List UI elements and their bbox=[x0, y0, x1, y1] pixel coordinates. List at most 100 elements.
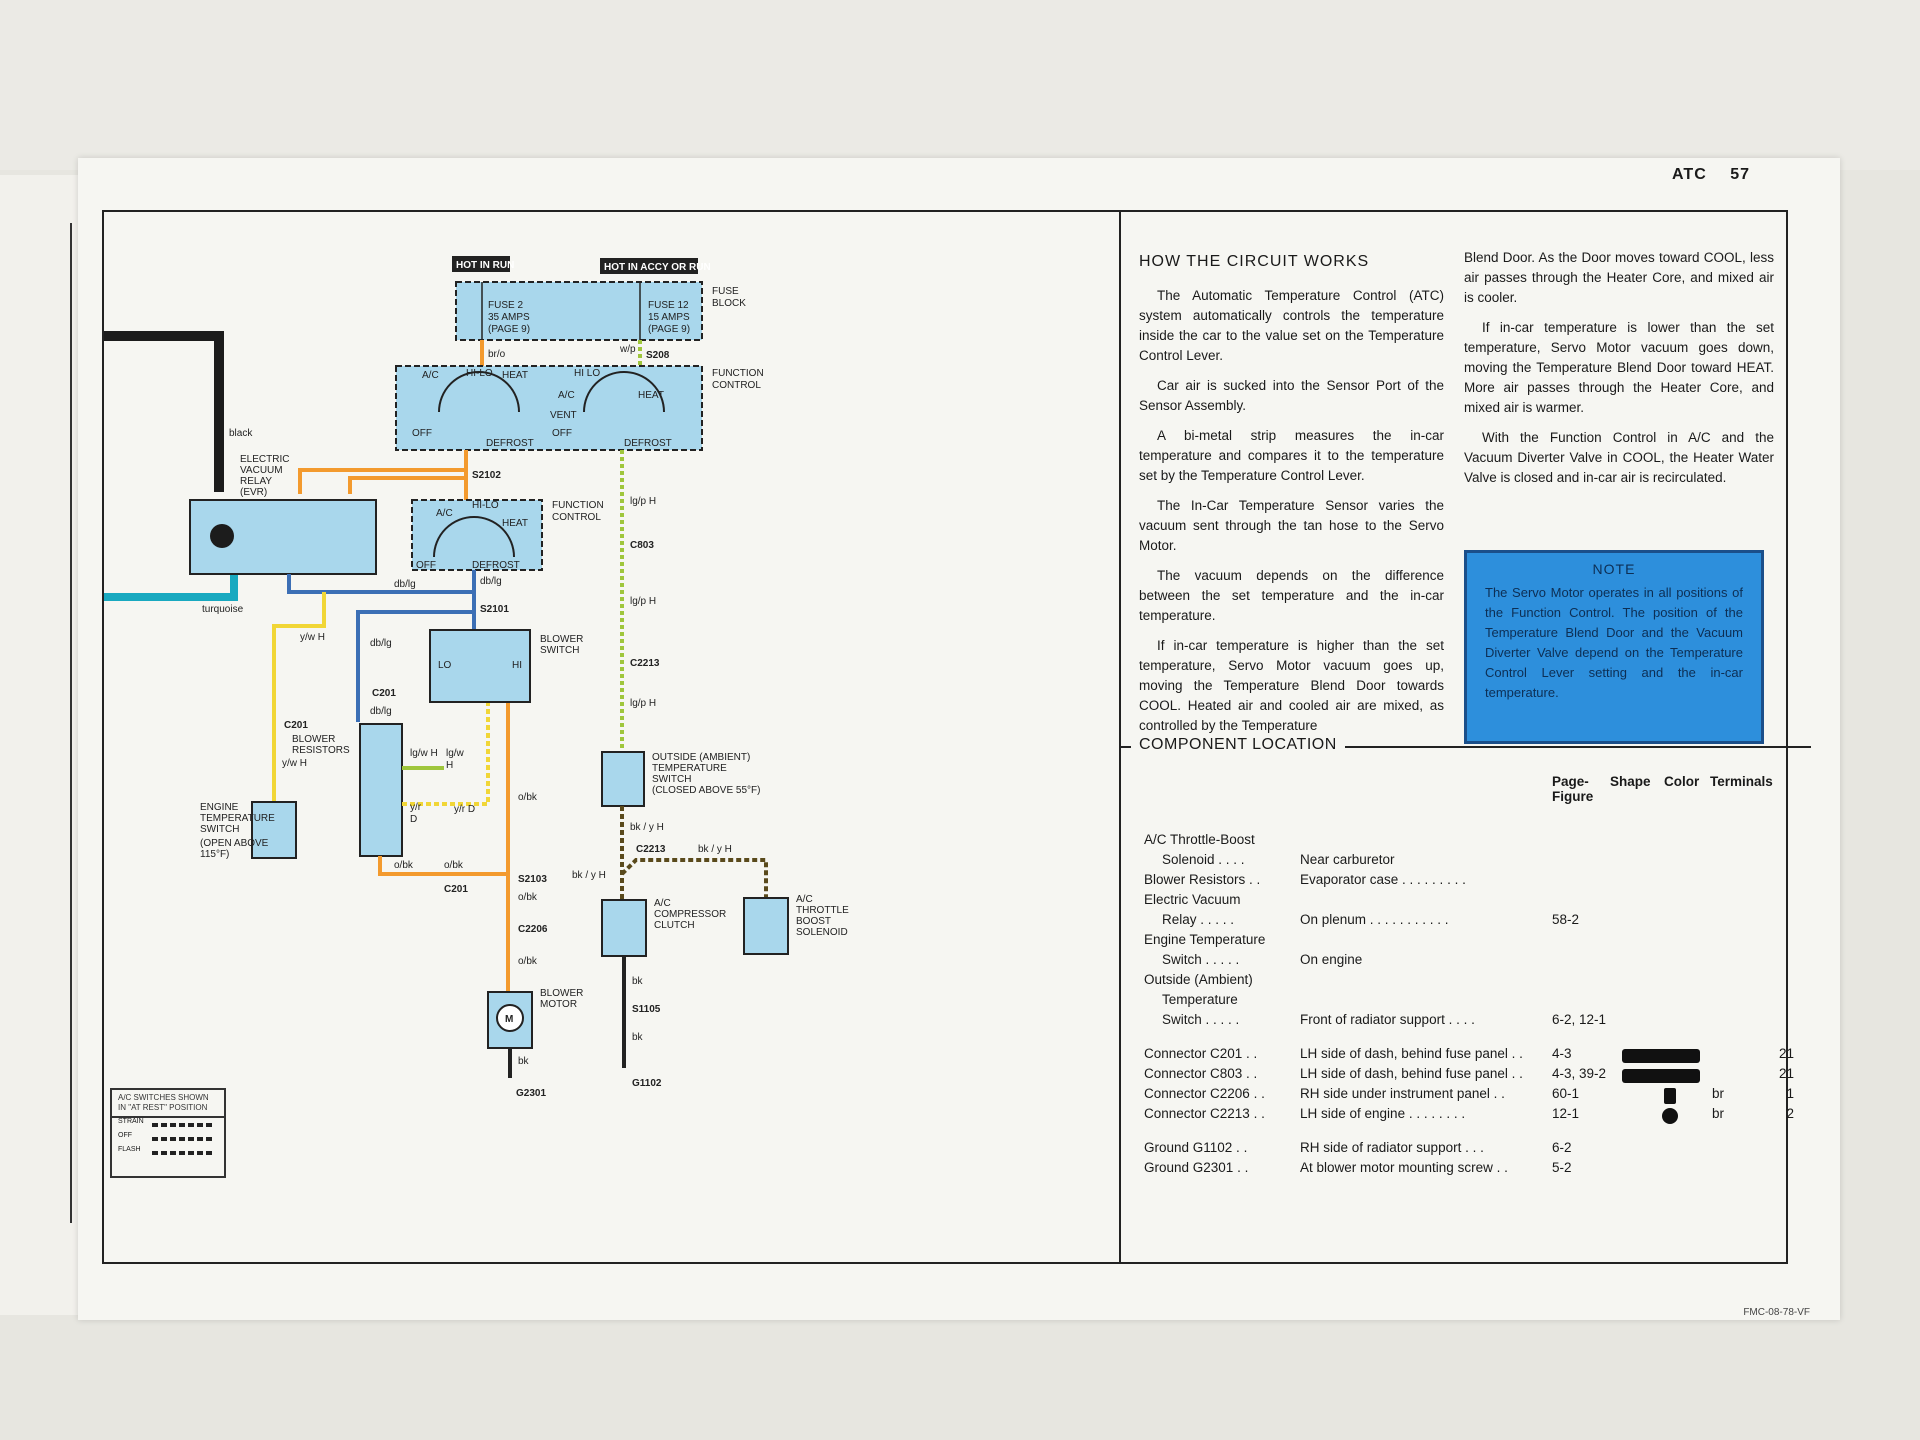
svg-text:(EVR): (EVR) bbox=[240, 487, 267, 498]
connector-c2206: C2206 bbox=[518, 924, 548, 935]
svg-text:br/o: br/o bbox=[488, 349, 506, 360]
svg-text:DEFROST: DEFROST bbox=[472, 560, 520, 571]
hot-in-run-tag bbox=[452, 256, 510, 272]
fuse12-line2: 15 AMPS bbox=[648, 312, 690, 323]
svg-text:FUNCTION: FUNCTION bbox=[712, 368, 764, 379]
svg-text:db/lg: db/lg bbox=[370, 638, 392, 649]
function-control-lower bbox=[411, 499, 543, 571]
ac-throttle-boost-solenoid bbox=[743, 897, 789, 955]
svg-text:HEAT: HEAT bbox=[502, 370, 528, 381]
svg-text:TEMPERATURE: TEMPERATURE bbox=[200, 813, 275, 824]
table-row: Engine Temperature bbox=[1144, 932, 1266, 947]
svg-text:ENGINE: ENGINE bbox=[200, 802, 239, 813]
black-hose bbox=[104, 331, 224, 492]
connector-row: Connector C2213 . .LH side of engine . .… bbox=[1144, 1106, 1794, 1126]
hot-in-accy-tag bbox=[600, 258, 698, 274]
ground-row: Ground G1102 . .RH side of radiator supp… bbox=[1144, 1140, 1572, 1155]
table-row: Outside (Ambient) bbox=[1144, 972, 1253, 987]
svg-text:lg/p H: lg/p H bbox=[630, 698, 656, 709]
column-divider bbox=[1119, 212, 1121, 1262]
blower-resistors bbox=[359, 723, 403, 857]
splice-s2101: S2101 bbox=[480, 604, 509, 615]
note-title: NOTE bbox=[1592, 561, 1636, 577]
svg-text:db/lg: db/lg bbox=[394, 579, 416, 590]
svg-text:SWITCH: SWITCH bbox=[540, 645, 579, 656]
splice-s208: S208 bbox=[646, 350, 670, 361]
svg-text:bk: bk bbox=[632, 1032, 644, 1043]
header-terminals: Terminals bbox=[1710, 774, 1773, 789]
connector-c803: C803 bbox=[630, 540, 654, 551]
svg-text:w/p: w/p bbox=[619, 344, 636, 355]
svg-text:A/C: A/C bbox=[796, 894, 813, 905]
splice-s2103: S2103 bbox=[518, 874, 547, 885]
svg-text:db/lg: db/lg bbox=[370, 706, 392, 717]
svg-text:bk / y H: bk / y H bbox=[630, 822, 664, 833]
svg-text:CONTROL: CONTROL bbox=[552, 512, 601, 523]
fuse2-line3: (PAGE 9) bbox=[488, 324, 530, 335]
motor-symbol: M bbox=[505, 1014, 513, 1025]
splice-s1105: S1105 bbox=[632, 1004, 661, 1015]
svg-text:o/bk: o/bk bbox=[518, 956, 538, 967]
svg-text:BLOWER: BLOWER bbox=[292, 734, 335, 745]
manual-page: ATC 57 black turquoise HOT IN RUN HOT IN… bbox=[78, 158, 1840, 1320]
svg-text:OFF: OFF bbox=[412, 428, 432, 439]
svg-text:115°F): 115°F) bbox=[200, 849, 229, 860]
svg-text:SOLENOID: SOLENOID bbox=[796, 927, 848, 938]
svg-text:o/bk: o/bk bbox=[518, 792, 538, 803]
outside-temperature-switch bbox=[601, 751, 645, 807]
table-row: Relay . . . . .On plenum . . . . . . . .… bbox=[1162, 912, 1580, 927]
component-location-title: COMPONENT LOCATION bbox=[1121, 736, 1811, 756]
svg-text:bk / y H: bk / y H bbox=[572, 870, 606, 881]
svg-text:HI-LO: HI-LO bbox=[472, 500, 499, 511]
svg-text:BLOWER: BLOWER bbox=[540, 634, 583, 645]
connector-c201-yellow: C201 bbox=[284, 720, 308, 731]
svg-text:OFF: OFF bbox=[552, 428, 572, 439]
svg-text:A/C: A/C bbox=[654, 898, 671, 909]
connector-shape-icon bbox=[1622, 1049, 1700, 1063]
table-row: Blower Resistors . .Evaporator case . . … bbox=[1144, 872, 1466, 887]
svg-text:HEAT: HEAT bbox=[502, 518, 528, 529]
svg-text:lg/w: lg/w bbox=[446, 748, 465, 759]
svg-text:A/C: A/C bbox=[558, 390, 575, 401]
svg-text:o/bk: o/bk bbox=[518, 892, 538, 903]
component-location-table: A/C Throttle-Boost Solenoid . . . .Near … bbox=[1144, 832, 1794, 1180]
svg-text:COMPRESSOR: COMPRESSOR bbox=[654, 909, 726, 920]
svg-text:db/lg: db/lg bbox=[480, 576, 502, 587]
section-label: ATC bbox=[1672, 166, 1707, 183]
page-header: ATC 57 bbox=[1654, 166, 1750, 184]
svg-text:bk / y H: bk / y H bbox=[698, 844, 732, 855]
how-it-works-col1: HOW THE CIRCUIT WORKS The Automatic Temp… bbox=[1139, 253, 1444, 733]
svg-text:y/w H: y/w H bbox=[282, 758, 307, 769]
table-row: Switch . . . . .Front of radiator suppor… bbox=[1162, 1012, 1607, 1027]
hot-in-accy-label: HOT IN ACCY OR RUN bbox=[604, 262, 711, 273]
svg-text:HEAT: HEAT bbox=[638, 390, 664, 401]
svg-text:D: D bbox=[410, 814, 417, 825]
svg-text:HI LO: HI LO bbox=[574, 368, 600, 379]
fuse2-line2: 35 AMPS bbox=[488, 312, 530, 323]
connector-c201-lower: C201 bbox=[444, 884, 468, 895]
connector-c2213-lower: C2213 bbox=[636, 844, 666, 855]
note-box: NOTE The Servo Motor operates in all pos… bbox=[1464, 550, 1764, 744]
svg-text:MOTOR: MOTOR bbox=[540, 999, 577, 1010]
connector-shape-icon bbox=[1662, 1108, 1678, 1124]
svg-text:lg/p H: lg/p H bbox=[630, 596, 656, 607]
table-row: Solenoid . . . .Near carburetor bbox=[1162, 852, 1395, 867]
svg-text:bk: bk bbox=[632, 976, 644, 987]
table-row: Temperature bbox=[1162, 992, 1238, 1007]
fuse2-line1: FUSE 2 bbox=[488, 300, 523, 311]
svg-text:SWITCH: SWITCH bbox=[200, 824, 239, 835]
connector-row: Connector C803 . .LH side of dash, behin… bbox=[1144, 1066, 1794, 1083]
svg-text:BLOWER: BLOWER bbox=[540, 988, 583, 999]
page-number: 57 bbox=[1730, 166, 1750, 183]
splice-s2102: S2102 bbox=[472, 470, 501, 481]
fuse-block-label-2: BLOCK bbox=[712, 298, 746, 309]
page-frame: black turquoise HOT IN RUN HOT IN ACCY O… bbox=[102, 210, 1811, 1264]
svg-text:DEFROST: DEFROST bbox=[624, 438, 672, 449]
ground-g2301: G2301 bbox=[516, 1088, 546, 1099]
svg-text:SWITCH: SWITCH bbox=[652, 774, 691, 785]
engine-temperature-switch bbox=[251, 801, 297, 859]
svg-text:y/w H: y/w H bbox=[300, 632, 325, 643]
ground-row: Ground G2301 . .At blower motor mounting… bbox=[1144, 1160, 1572, 1175]
svg-text:HI-LO: HI-LO bbox=[466, 368, 493, 379]
legend-box: A/C SWITCHES SHOWN IN "AT REST" POSITION… bbox=[110, 1088, 226, 1178]
